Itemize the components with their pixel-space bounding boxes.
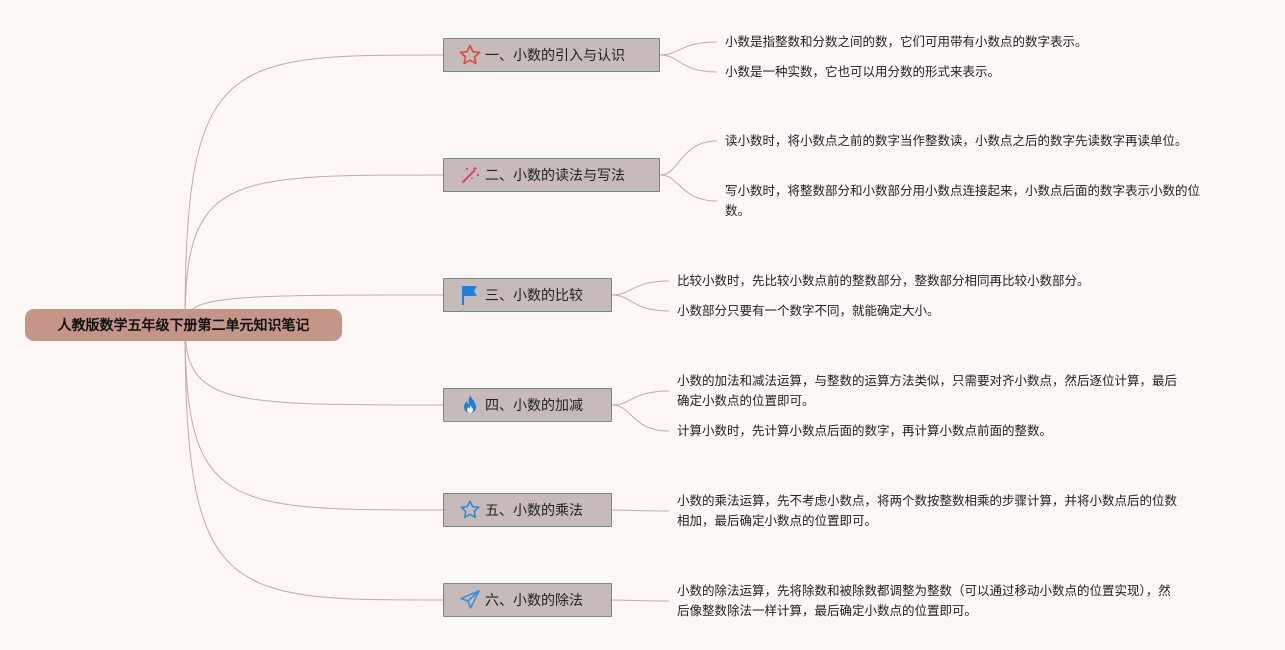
note-3-2: 小数部分只要有一个数字不同，就能确定大小。 <box>677 303 940 318</box>
branch-comparison[interactable]: 三、小数的比较 <box>443 278 612 312</box>
flag-icon <box>457 282 483 308</box>
note-connector <box>659 54 718 73</box>
star-outline-icon <box>457 497 483 523</box>
branch-label: 三、小数的比较 <box>485 288 583 304</box>
note-connector <box>611 509 670 512</box>
branch-label: 六、小数的除法 <box>485 593 583 609</box>
note-4-1: 小数的加法和减法运算，与整数的运算方法类似，只需要对齐小数点，然后逐位计算，最后… <box>677 373 1178 408</box>
note-connector <box>611 390 670 406</box>
branch-label: 二、小数的读法与写法 <box>485 168 625 184</box>
root-connector <box>184 54 444 326</box>
branch-label: 五、小数的乘法 <box>485 503 583 519</box>
note-2-1: 读小数时，将小数点之前的数字当作整数读，小数点之后的数字先读数字再读单位。 <box>725 133 1188 148</box>
note-6-1: 小数的除法运算，先将除数和被除数都调整为整数（可以通过移动小数点的位置实现），然… <box>677 583 1171 618</box>
magic-wand-icon <box>457 162 483 188</box>
note-connector <box>611 404 670 432</box>
note-connector <box>611 294 670 312</box>
root-connector <box>184 324 444 601</box>
note-3-1: 比较小数时，先比较小数点前的整数部分，整数部分相同再比较小数部分。 <box>677 273 1090 288</box>
note-connector <box>611 599 670 602</box>
note-connector <box>611 280 670 296</box>
root-connector <box>184 174 444 326</box>
root-connector <box>184 324 444 511</box>
branch-multiplication[interactable]: 五、小数的乘法 <box>443 493 612 527</box>
root-connector <box>184 324 444 406</box>
note-2-2: 写小数时，将整数部分和小数部分用小数点连接起来，小数点后面的数字表示小数的位数。 <box>725 183 1201 218</box>
note-connector <box>659 41 718 56</box>
paper-plane-icon <box>457 587 483 613</box>
note-connector <box>659 174 718 202</box>
note-1-1: 小数是指整数和分数之间的数，它们可用带有小数点的数字表示。 <box>725 34 1088 49</box>
branch-label: 一、小数的引入与认识 <box>485 48 625 64</box>
branch-add-subtract[interactable]: 四、小数的加减 <box>443 388 612 422</box>
branch-reading-writing[interactable]: 二、小数的读法与写法 <box>443 158 660 192</box>
flame-icon <box>457 392 483 418</box>
star-outline-icon <box>457 42 483 68</box>
note-connector <box>659 140 718 176</box>
branch-intro-recognition[interactable]: 一、小数的引入与认识 <box>443 38 660 72</box>
note-5-1: 小数的乘法运算，先不考虑小数点，将两个数按整数相乘的步骤计算，并将小数点后的位数… <box>677 493 1178 528</box>
note-1-2: 小数是一种实数，它也可以用分数的形式来表示。 <box>725 64 1001 79</box>
root-title: 人教版数学五年级下册第二单元知识笔记 <box>57 318 310 334</box>
note-4-2: 计算小数时，先计算小数点后面的数字，再计算小数点前面的整数。 <box>677 423 1053 438</box>
branch-division[interactable]: 六、小数的除法 <box>443 583 612 617</box>
root-topic[interactable]: 人教版数学五年级下册第二单元知识笔记 <box>25 309 342 341</box>
branch-label: 四、小数的加减 <box>485 398 583 414</box>
